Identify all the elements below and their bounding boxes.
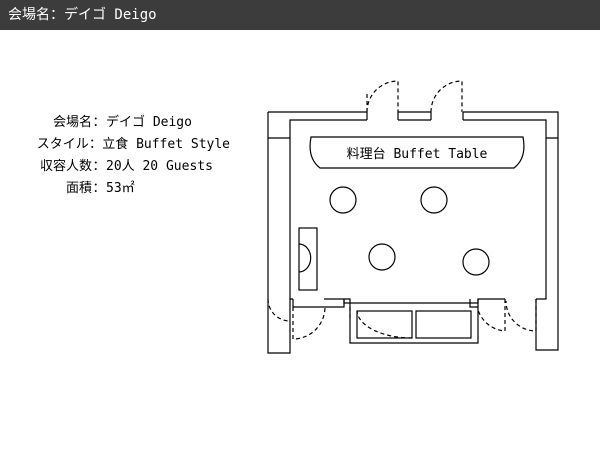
counter-frame: [343, 299, 479, 304]
info-row-capacity: 収容人数 ： 20人 20 Guests: [0, 156, 230, 178]
buffet-table-label: 料理台 Buffet Table: [347, 147, 488, 162]
info-separator: ：: [92, 115, 106, 130]
door-jamb-top: [366, 112, 464, 120]
info-label: スタイル: [36, 137, 89, 152]
wall-inner: [268, 119, 547, 299]
round-table: [420, 186, 448, 214]
info-value: デイゴ Deigo: [106, 115, 192, 130]
info-separator: ：: [92, 181, 106, 196]
round-table: [462, 248, 490, 276]
door-swing-bottom-left: [292, 306, 326, 340]
door-swing-bottom-center: [349, 307, 413, 339]
side-table: [298, 227, 318, 291]
info-separator: ：: [92, 159, 106, 174]
info-separator: ：: [88, 137, 102, 152]
door-swing-bottom-right: [477, 299, 506, 332]
info-row-style: スタイル ： 立食 Buffet Style: [0, 134, 230, 156]
info-value: 20人 20 Guests: [106, 159, 213, 174]
info-value: 立食 Buffet Style: [102, 137, 230, 152]
venue-info: 会場名 ： デイゴ Deigo スタイル ： 立食 Buffet Style 収…: [0, 112, 230, 200]
door-swing-bottom-left-outer: [267, 298, 291, 322]
door-swing-top-right: [430, 80, 463, 113]
info-row-venue-name: 会場名 ： デイゴ Deigo: [0, 112, 230, 134]
header-title: 会場名：デイゴ Deigo: [8, 7, 157, 23]
counter-right: [415, 310, 472, 339]
info-label: 収容人数: [39, 159, 92, 174]
info-label: 面積: [65, 181, 92, 196]
door-swing-bottom-right-outer: [505, 299, 537, 332]
round-table: [329, 186, 357, 214]
info-value: 53㎡: [106, 181, 135, 196]
header-bar: 会場名：デイゴ Deigo: [0, 0, 600, 30]
door-swing-top-left: [366, 80, 399, 113]
wall-outer: [267, 111, 559, 354]
side-table-arc: [298, 243, 312, 273]
info-label: 会場名: [52, 115, 92, 130]
round-table: [368, 243, 396, 271]
buffet-table: [309, 136, 525, 169]
wall-inner-right: [536, 137, 558, 300]
counter-left: [356, 310, 413, 339]
info-row-area: 面積 ： 53㎡: [0, 178, 230, 200]
